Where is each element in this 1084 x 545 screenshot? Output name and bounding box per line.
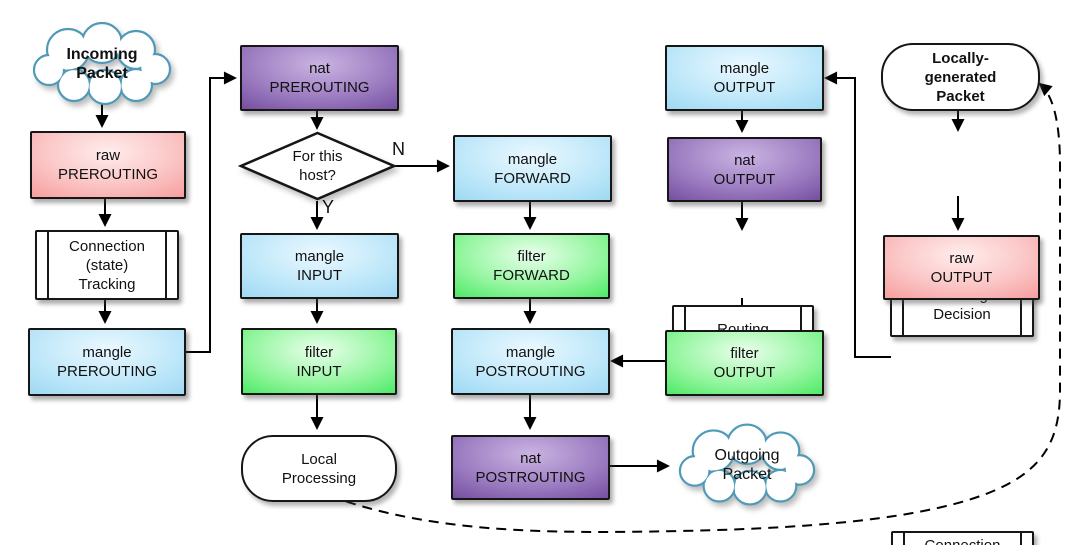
node-connection-tracking-right-label: Connection (state) Tracking <box>925 536 1001 545</box>
node-nat-output: nat OUTPUT <box>667 137 822 202</box>
branch-label-y: Y <box>322 197 335 217</box>
node-local-processing: Local Processing <box>241 435 397 502</box>
node-raw-prerouting: raw PREROUTING <box>30 131 186 199</box>
node-mangle-input-label: mangle INPUT <box>294 248 345 284</box>
node-raw-output: raw OUTPUT <box>883 235 1040 300</box>
node-mangle-output: mangle OUTPUT <box>665 45 824 111</box>
node-raw-prerouting-label: raw PREROUTING <box>57 147 158 183</box>
node-mangle-prerouting: mangle PREROUTING <box>28 328 186 396</box>
decision-diamond-shape <box>238 131 397 201</box>
node-mangle-forward-label: mangle FORWARD <box>494 150 571 187</box>
node-locally-generated-packet: Locally- generated Packet <box>881 43 1040 111</box>
node-filter-input-label: filter INPUT <box>296 343 342 380</box>
node-mangle-input: mangle INPUT <box>240 233 399 299</box>
node-mangle-forward: mangle FORWARD <box>453 135 612 202</box>
node-nat-prerouting: nat PREROUTING <box>240 45 399 111</box>
node-nat-postrouting-label: nat POSTROUTING <box>475 449 586 486</box>
node-nat-prerouting-label: nat PREROUTING <box>269 60 370 96</box>
node-connection-tracking-left-label: Connection (state) Tracking <box>69 237 145 293</box>
node-mangle-postrouting: mangle POSTROUTING <box>451 328 610 395</box>
node-nat-postrouting: nat POSTROUTING <box>451 435 610 500</box>
node-for-this-host-decision: For this host? <box>238 131 397 201</box>
edge-mangle-prerouting-to-nat-prerouting <box>182 71 237 353</box>
node-filter-output-label: filter OUTPUT <box>713 345 776 381</box>
node-incoming-packet-label: Incoming Packet <box>66 46 138 82</box>
node-filter-forward-label: filter FORWARD <box>493 248 570 284</box>
node-connection-tracking-left: Connection (state) Tracking <box>35 230 179 300</box>
node-for-this-host-label: For this host? <box>292 148 343 184</box>
node-raw-output-label: raw OUTPUT <box>930 249 993 286</box>
branch-label-n: N <box>392 139 405 159</box>
node-mangle-postrouting-label: mangle POSTROUTING <box>475 343 586 380</box>
node-filter-forward: filter FORWARD <box>453 233 610 299</box>
node-nat-output-label: nat OUTPUT <box>713 151 776 188</box>
loopback-dashed-path <box>329 82 1061 533</box>
node-mangle-output-label: mangle OUTPUT <box>713 60 776 96</box>
node-connection-tracking-right: Connection (state) Tracking <box>891 531 1034 545</box>
node-filter-input: filter INPUT <box>241 328 397 395</box>
node-filter-output: filter OUTPUT <box>665 330 824 396</box>
edge-conntrack-to-mangle-output <box>824 71 891 358</box>
node-mangle-prerouting-label: mangle PREROUTING <box>56 344 157 380</box>
node-locally-generated-packet-label: Locally- generated Packet <box>924 49 997 105</box>
node-outgoing-packet: Outgoing Packet <box>674 423 820 507</box>
node-incoming-packet: Incoming Packet <box>28 22 176 106</box>
node-outgoing-packet-label: Outgoing Packet <box>714 447 780 483</box>
node-local-processing-label: Local Processing <box>281 450 357 487</box>
cloud-shape <box>678 423 816 506</box>
cloud-shape <box>32 22 172 106</box>
